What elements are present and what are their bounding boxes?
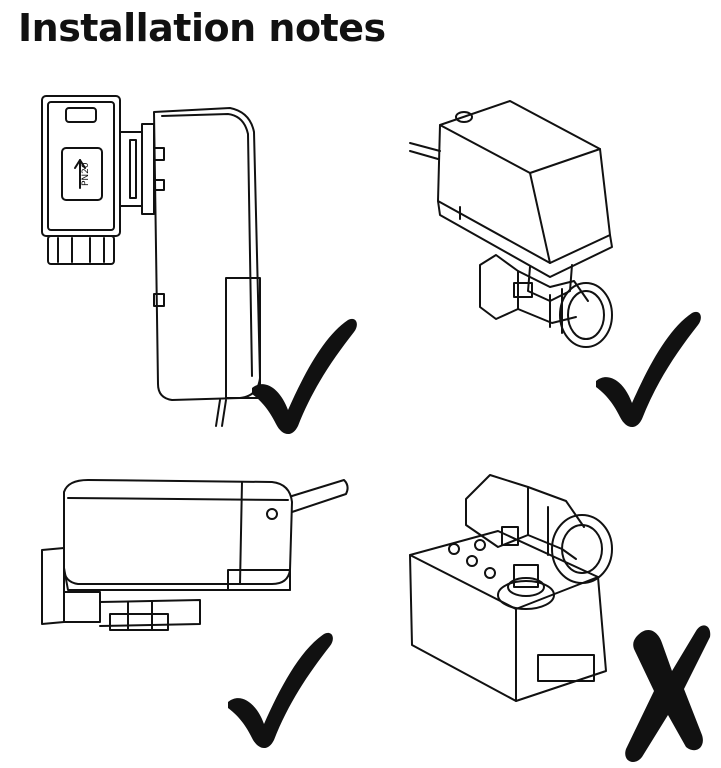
install-panel-actuator-top <box>400 95 710 430</box>
check-icon <box>228 632 333 749</box>
valve-actuator-illustration-3 <box>41 479 349 749</box>
body-label: PN20 <box>81 162 91 186</box>
install-panel-actuator-below <box>398 465 714 765</box>
install-panel-horizontal-side <box>28 472 358 762</box>
install-panel-vertical-side: PN20 <box>30 88 360 435</box>
cross-icon <box>625 625 711 763</box>
page-title: Installation notes <box>18 6 386 50</box>
check-icon <box>252 318 357 435</box>
valve-actuator-illustration-4 <box>409 474 711 763</box>
valve-actuator-illustration-1: PN20 <box>41 95 357 435</box>
valve-actuator-illustration-2 <box>409 100 701 428</box>
check-icon <box>596 311 701 428</box>
